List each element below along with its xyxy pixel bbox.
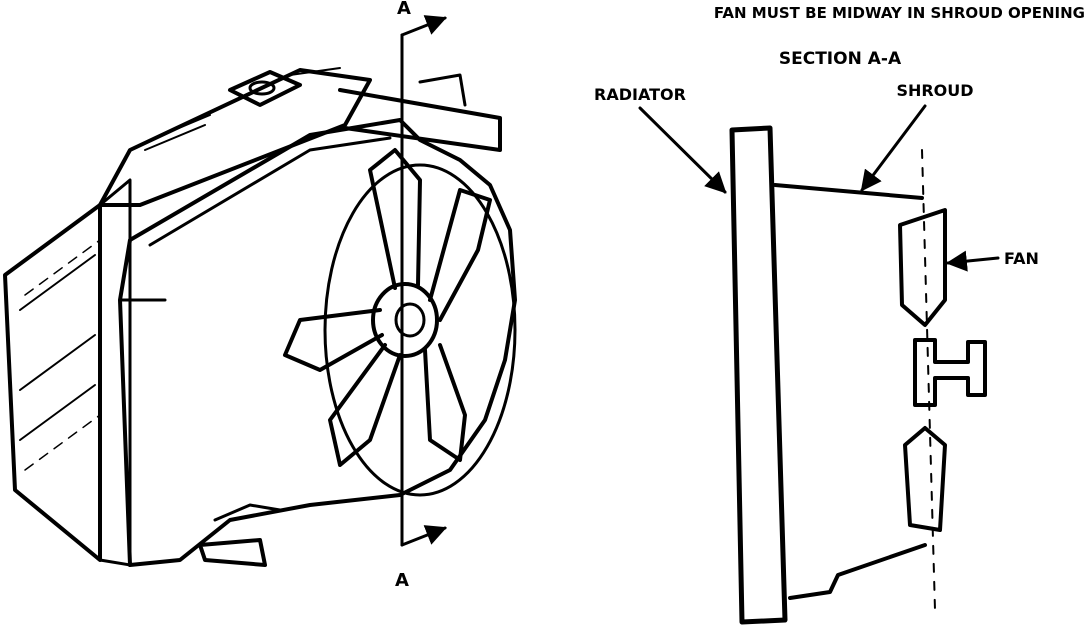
radiator-assembly-perspective bbox=[3, 15, 517, 567]
section-plane bbox=[400, 15, 447, 547]
section-marker-top: A bbox=[397, 0, 411, 19]
fan-leader bbox=[945, 250, 1000, 272]
shroud-section bbox=[773, 183, 924, 200]
label-shroud: SHROUD bbox=[896, 81, 973, 100]
fan-perspective bbox=[283, 148, 492, 467]
section-marker-bottom: A bbox=[395, 570, 409, 591]
shroud-perspective bbox=[118, 118, 517, 567]
fan-blade-upper bbox=[898, 208, 947, 327]
label-radiator: RADIATOR bbox=[594, 85, 686, 104]
section-view bbox=[638, 104, 1000, 625]
radiator-section bbox=[729, 125, 788, 625]
fan-blade-lower bbox=[903, 426, 947, 532]
section-title: SECTION A-A bbox=[779, 49, 902, 69]
radiator-core bbox=[3, 67, 502, 567]
label-fan: FAN bbox=[1004, 249, 1039, 268]
radiator-leader bbox=[638, 106, 727, 194]
fan-hub-section bbox=[913, 338, 987, 407]
shroud-leader bbox=[860, 104, 927, 192]
note-fan-midway: FAN MUST BE MIDWAY IN SHROUD OPENING bbox=[714, 4, 1085, 22]
